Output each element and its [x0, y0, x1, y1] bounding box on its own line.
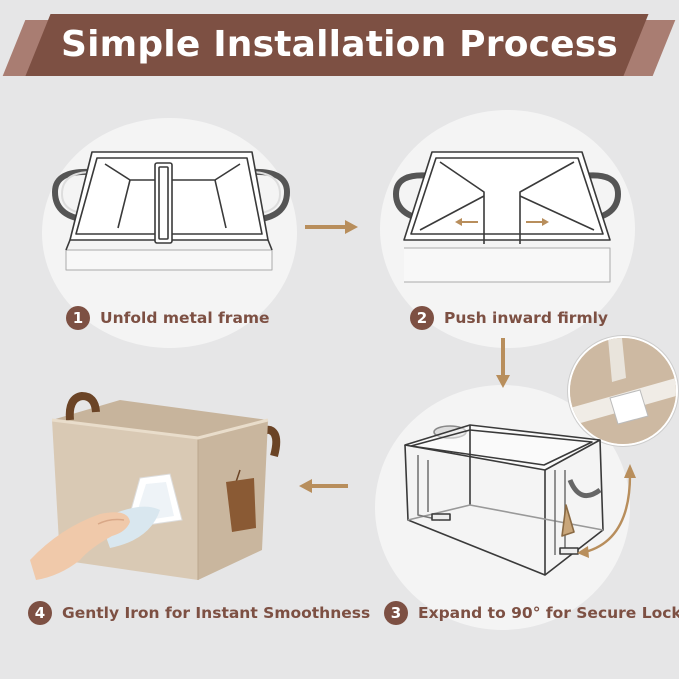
step-3-text: Expand to 90° for Secure Lock [418, 604, 679, 622]
step-2-number: 2 [410, 306, 434, 330]
page-title: Simple Installation Process [60, 24, 619, 65]
step-1-text: Unfold metal frame [100, 309, 270, 327]
step-4-text: Gently Iron for Instant Smoothness [62, 604, 371, 622]
step-1-label: 1 Unfold metal frame [66, 306, 270, 330]
step-3-number: 3 [384, 601, 408, 625]
step-3-label: 3 Expand to 90° for Secure Lock [384, 601, 679, 625]
step-2-label: 2 Push inward firmly [410, 306, 608, 330]
step-1-number: 1 [66, 306, 90, 330]
step-4-number: 4 [28, 601, 52, 625]
lock-detail-photo [568, 336, 678, 446]
step-2-text: Push inward firmly [444, 309, 609, 327]
step-4-label: 4 Gently Iron for Instant Smoothness [28, 601, 370, 625]
